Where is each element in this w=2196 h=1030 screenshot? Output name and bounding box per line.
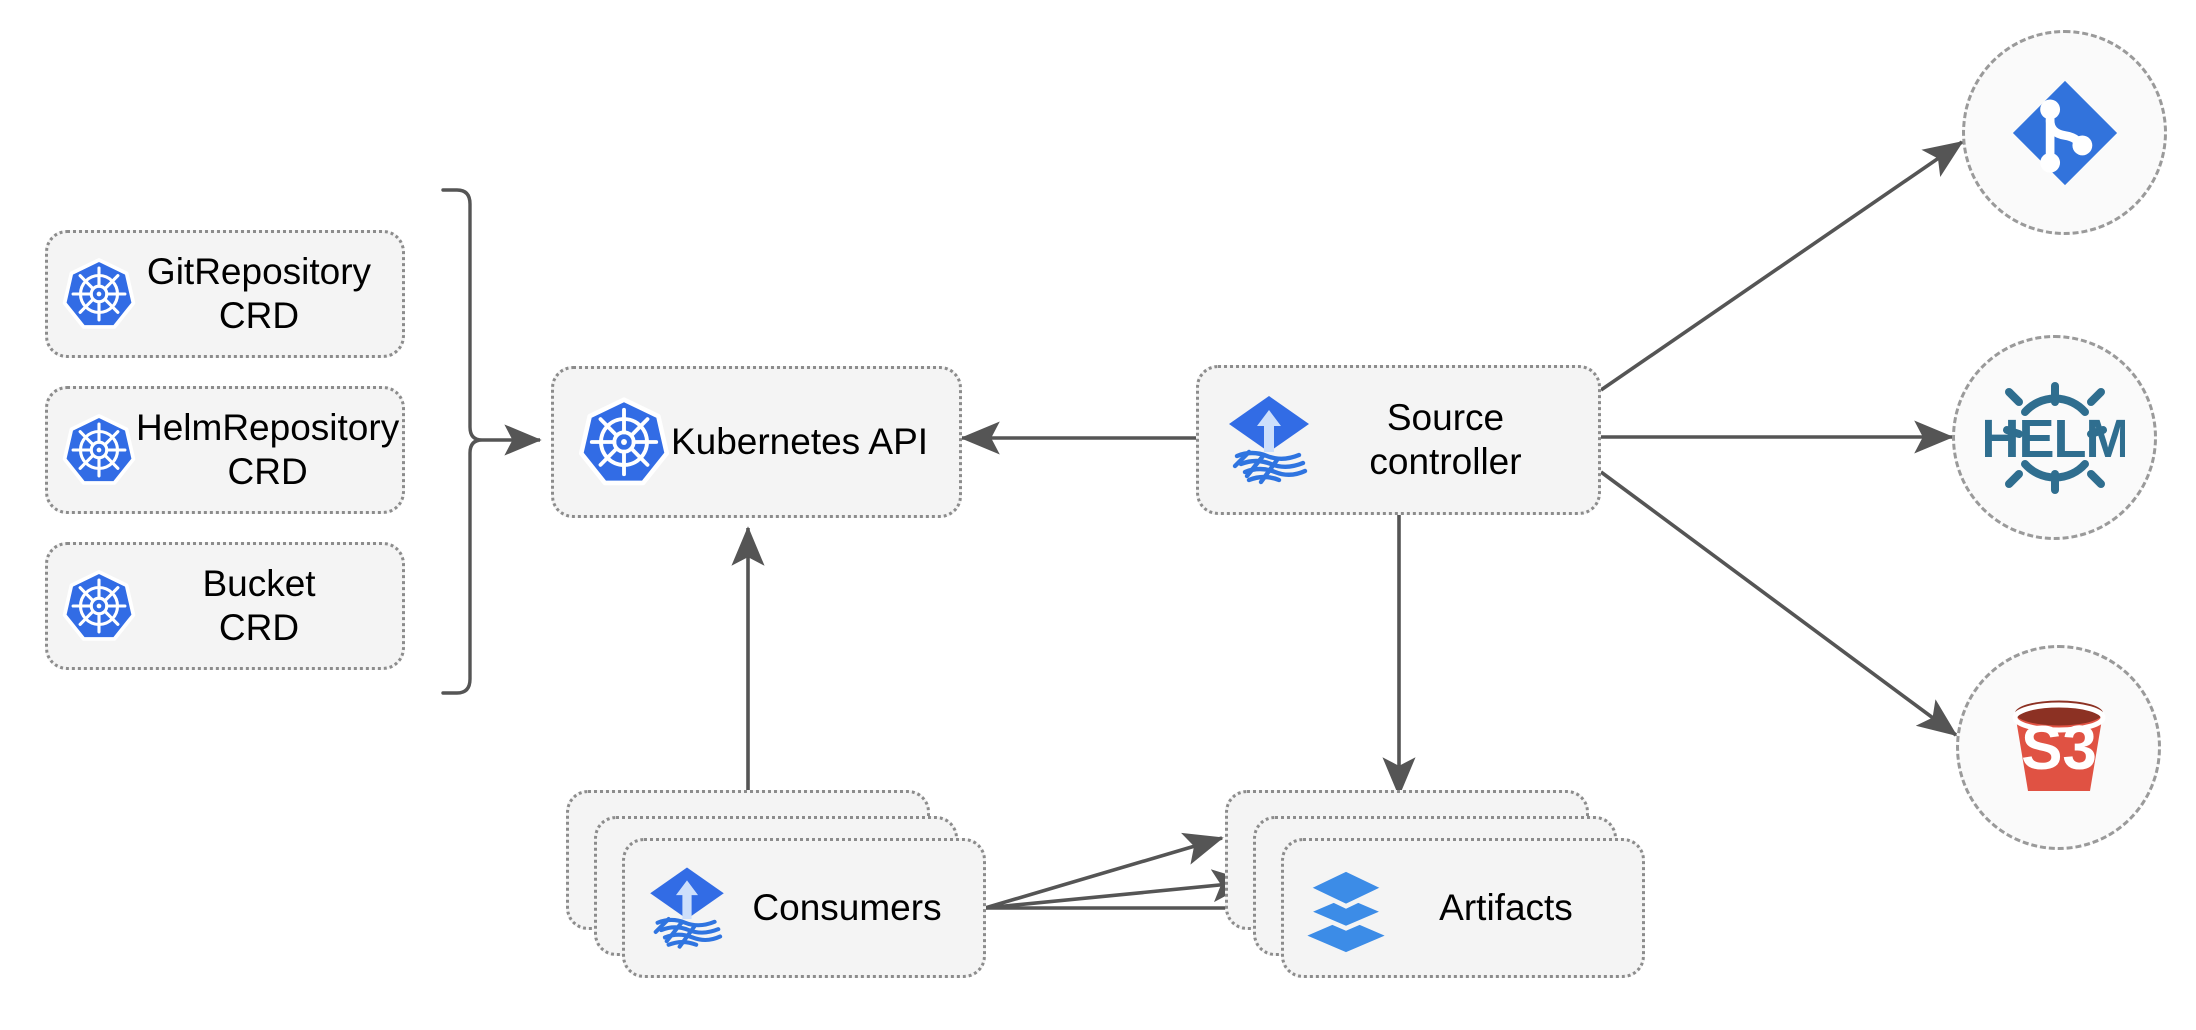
external-node-helm[interactable]: HELM bbox=[1952, 335, 2157, 540]
crd-card-bucket[interactable]: Bucket CRD bbox=[45, 542, 405, 670]
kubernetes-api-node[interactable]: Kubernetes API bbox=[551, 366, 962, 518]
artifacts-node[interactable]: Artifacts bbox=[1225, 790, 1645, 978]
crd-group-bracket bbox=[441, 188, 483, 695]
kubernetes-icon bbox=[62, 569, 136, 643]
kubernetes-icon bbox=[62, 257, 136, 331]
consumers-node[interactable]: Consumers bbox=[566, 790, 986, 978]
consumers-label: Consumers bbox=[752, 887, 942, 929]
helm-icon: HELM bbox=[1985, 381, 2125, 494]
s3-wordmark: S3 bbox=[2021, 714, 2097, 783]
flux-icon bbox=[1219, 390, 1319, 490]
kubernetes-icon bbox=[62, 413, 136, 487]
wire-consumers-to-artifacts-1 bbox=[984, 832, 1224, 910]
source-controller-node[interactable]: Source controller bbox=[1196, 365, 1601, 515]
wire-source-to-git bbox=[1599, 140, 1964, 392]
helm-wordmark: HELM bbox=[1985, 409, 2125, 469]
kubernetes-icon bbox=[578, 396, 670, 488]
flux-icon bbox=[641, 862, 733, 954]
artifacts-card-front[interactable]: Artifacts bbox=[1281, 838, 1645, 978]
layers-icon bbox=[1300, 862, 1392, 954]
crd-card-label: Bucket CRD bbox=[202, 563, 316, 648]
kubernetes-api-label: Kubernetes API bbox=[670, 421, 929, 463]
artifacts-label: Artifacts bbox=[1439, 887, 1573, 929]
source-controller-label: Source controller bbox=[1369, 397, 1522, 482]
crd-card-label: HelmRepository CRD bbox=[136, 407, 400, 492]
external-node-git[interactable] bbox=[1962, 30, 2167, 235]
crd-card-helmrepository[interactable]: HelmRepository CRD bbox=[45, 386, 405, 514]
crd-card-gitrepository[interactable]: GitRepository CRD bbox=[45, 230, 405, 358]
s3-icon: S3 bbox=[2012, 700, 2105, 791]
wire-source-to-s3 bbox=[1599, 470, 1958, 737]
consumers-card-front[interactable]: Consumers bbox=[622, 838, 986, 978]
wire-consumers-to-artifacts-2 bbox=[984, 869, 1252, 910]
external-node-s3[interactable]: S3 bbox=[1956, 645, 2161, 850]
crd-card-label: GitRepository CRD bbox=[146, 251, 372, 336]
git-icon bbox=[2012, 80, 2117, 185]
